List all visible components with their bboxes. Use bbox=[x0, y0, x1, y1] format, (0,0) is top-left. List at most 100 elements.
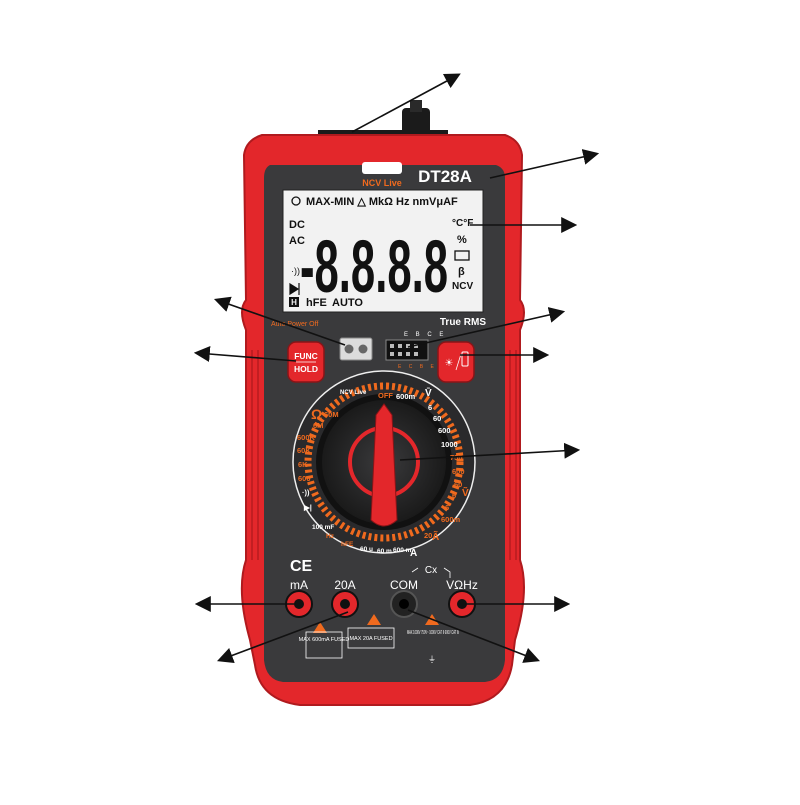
hfe-socket[interactable] bbox=[385, 339, 429, 361]
backlight-button[interactable] bbox=[437, 341, 475, 383]
model-label: DT28A bbox=[418, 167, 472, 186]
warning-box-20a bbox=[347, 627, 395, 649]
dial-continuity-icon: ·)) bbox=[302, 488, 310, 497]
dial-v-60: 60 bbox=[433, 414, 441, 423]
lcd-ncv: NCV bbox=[452, 281, 473, 292]
dial-a-20: 20 bbox=[424, 531, 432, 540]
lcd-hold-symbol: H bbox=[291, 298, 297, 307]
ground-icon: ⏚ bbox=[428, 655, 436, 664]
lcd-screen bbox=[282, 189, 484, 313]
dial-ac-6: 6 bbox=[452, 491, 456, 500]
temperature-pin-right bbox=[358, 344, 368, 354]
lcd-percent: % bbox=[457, 234, 467, 246]
hfe-socket-top-label: E B C E bbox=[404, 332, 446, 338]
terminal-20a-label: 20A bbox=[334, 578, 355, 592]
dc-volt-symbol: V̄ bbox=[425, 387, 432, 399]
dial-tick-ring bbox=[304, 382, 464, 542]
auto-off-icon bbox=[291, 196, 301, 206]
dial-ac-60: 60 bbox=[454, 480, 462, 489]
continuity-icon: ·)) bbox=[291, 266, 300, 276]
dial-v-600m: 600m bbox=[396, 392, 416, 401]
dial-ohm-60m: 60M bbox=[324, 410, 339, 419]
dial-60m: 60 m bbox=[377, 548, 392, 555]
cx-bracket bbox=[411, 567, 451, 578]
ncv-indicator bbox=[362, 162, 402, 174]
dial-v-6: 6 bbox=[428, 403, 432, 412]
ac-volt-symbol: Ṽ bbox=[462, 486, 469, 499]
dial-pointer[interactable] bbox=[370, 403, 398, 527]
lcd-beta: β bbox=[458, 266, 465, 278]
diode-icon bbox=[289, 282, 300, 296]
dial-off: OFF bbox=[378, 391, 393, 400]
top-jack-tip bbox=[410, 100, 422, 112]
lcd-ac: AC bbox=[289, 235, 305, 247]
arrow-20a-jack bbox=[217, 611, 349, 663]
battery-icon bbox=[454, 250, 470, 261]
terminal-cx-label: Cx bbox=[425, 565, 437, 576]
arrow-com-jack bbox=[407, 609, 540, 663]
ohm-symbol: Ω bbox=[311, 406, 322, 422]
warning-v: MAX 1000V 750V~ 1000V CAT II 600V CAT II… bbox=[407, 630, 459, 636]
dial-ohm-6k: 6K bbox=[298, 460, 308, 469]
backlight-divider bbox=[455, 353, 462, 371]
dial-60u: 60 u bbox=[360, 546, 373, 553]
flashlight-icon bbox=[461, 351, 469, 367]
ac-amp-symbol: Ã bbox=[432, 530, 439, 543]
jack-20a-hole bbox=[340, 599, 350, 609]
arrow-hfe-socket bbox=[407, 307, 566, 348]
arrow-dial bbox=[399, 442, 581, 461]
terminal-com-label: COM bbox=[390, 578, 418, 592]
dial-hz: Hz bbox=[326, 533, 335, 540]
func-label: FUNC bbox=[294, 351, 318, 361]
arrow-ncv-sensor bbox=[489, 149, 600, 179]
warning-icon-ma bbox=[313, 622, 327, 633]
dial-ac-600m: 600m bbox=[441, 515, 461, 524]
dial-diode-icon: ▶| bbox=[303, 503, 312, 512]
hfe-socket-bottom-label: E C B E bbox=[398, 364, 437, 370]
terminal-ma-label: mA bbox=[290, 578, 308, 592]
grip-texture bbox=[251, 350, 517, 560]
jack-vohm-hole bbox=[457, 599, 467, 609]
lcd-top-row: MAX-MIN △ MkΩ Hz nmVμAF bbox=[306, 196, 458, 208]
hold-label: HOLD bbox=[294, 364, 318, 374]
auto-power-off-label: Auto Power Off bbox=[271, 321, 318, 328]
dial-cap-100mf: 100 mF bbox=[312, 524, 334, 531]
lcd-hfe: hFE bbox=[306, 297, 327, 309]
dial-ohm-6m: 6M bbox=[313, 421, 323, 430]
lcd-temp: °C°F bbox=[452, 218, 473, 229]
callout-arrows bbox=[193, 73, 600, 663]
warning-box-ma bbox=[305, 631, 343, 659]
dial-ohm-60k: 60K bbox=[297, 446, 311, 455]
warning-labels: MAX 600mA FUSED MAX 20A FUSED MAX 1000V … bbox=[299, 614, 459, 664]
top-jack bbox=[402, 108, 430, 138]
temperature-pin-left bbox=[344, 344, 354, 354]
jacks bbox=[285, 590, 476, 618]
sun-icon: ☀ bbox=[445, 358, 454, 369]
lcd-hold-box bbox=[289, 297, 299, 307]
warning-ma: MAX 600mA FUSED bbox=[299, 637, 350, 643]
jack-ma-hole bbox=[294, 599, 304, 609]
dial-hfe: hFE bbox=[341, 541, 354, 548]
lcd-digits: -8.8.8.8 bbox=[300, 225, 448, 308]
dial-a-6: 6 bbox=[445, 503, 449, 512]
dial-600m: 600 m bbox=[393, 547, 412, 554]
dial-ohm-600k: 600K bbox=[297, 433, 316, 442]
arrow-func-button bbox=[193, 346, 297, 363]
terminal-vohm-label: VΩHz bbox=[446, 578, 478, 592]
ce-mark: CE bbox=[290, 558, 313, 575]
lcd-dc: DC bbox=[289, 219, 305, 231]
true-rms-label: True RMS bbox=[440, 317, 486, 328]
arrow-temp-socket bbox=[213, 296, 346, 346]
lcd-auto: AUTO bbox=[332, 297, 363, 309]
warning-20a: MAX 20A FUSED bbox=[349, 636, 392, 642]
arrow-top-jack bbox=[351, 73, 461, 133]
dial-v-1000: 1000 bbox=[441, 440, 458, 449]
dial-ohm-600: 600 bbox=[298, 474, 311, 483]
ncv-live-label: NCV Live bbox=[362, 178, 402, 188]
jack-com-hole bbox=[399, 599, 409, 609]
temperature-socket[interactable] bbox=[339, 337, 373, 361]
dial-dc-amp: A bbox=[410, 548, 417, 559]
dial-ac-600: 600 bbox=[452, 467, 465, 476]
